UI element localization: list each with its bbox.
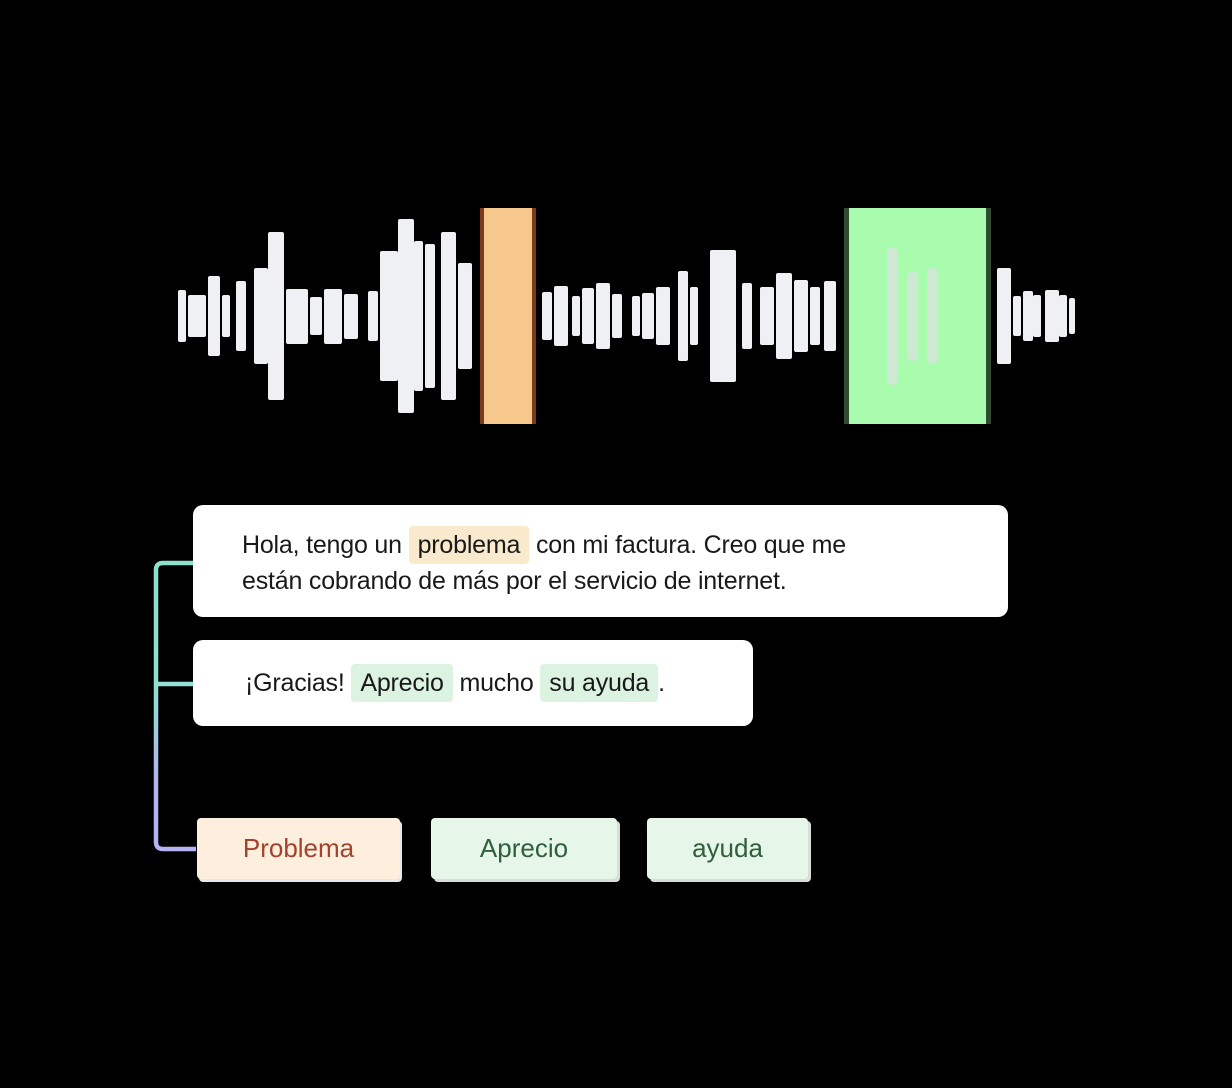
waveform-bar bbox=[344, 293, 358, 339]
bubble2-line: ¡Gracias! Aprecio mucho su ayuda. bbox=[245, 664, 665, 702]
waveform-bar bbox=[222, 295, 230, 337]
waveform-bar bbox=[1045, 290, 1059, 342]
waveform-bar bbox=[632, 296, 640, 336]
waveform-bar bbox=[1023, 291, 1033, 341]
waveform-bar bbox=[542, 292, 552, 340]
keyword-tag-aprecio-label: Aprecio bbox=[479, 833, 569, 863]
waveform-bar bbox=[642, 293, 654, 339]
waveform-bars-left bbox=[178, 208, 472, 424]
keyword-tag-ayuda[interactable]: ayuda bbox=[647, 818, 808, 879]
waveform-bar bbox=[380, 251, 398, 381]
waveform-bar bbox=[1033, 295, 1041, 337]
bubble2-highlight-aprecio[interactable]: Aprecio bbox=[351, 664, 453, 702]
waveform-bars-right bbox=[991, 208, 1075, 424]
waveform-bar bbox=[188, 295, 206, 337]
keyword-tag-ayuda-label: ayuda bbox=[692, 833, 763, 863]
waveform-bar bbox=[776, 273, 792, 359]
waveform-bar bbox=[1069, 298, 1075, 334]
waveform-bar bbox=[286, 288, 308, 344]
keyword-tag-problema-label: Problema bbox=[242, 833, 355, 863]
bubble1-highlight-problema[interactable]: problema bbox=[408, 526, 530, 564]
waveform-bar bbox=[824, 281, 836, 351]
waveform-bar bbox=[810, 287, 820, 345]
waveform-bars-middle bbox=[536, 208, 836, 424]
waveform-bar bbox=[582, 288, 594, 344]
waveform-bar bbox=[678, 271, 688, 361]
segment-inner-bar bbox=[907, 271, 918, 361]
waveform-bar bbox=[554, 286, 568, 346]
waveform-bar bbox=[236, 281, 246, 351]
transcript-bubble-2: ¡Gracias! Aprecio mucho su ayuda. bbox=[193, 640, 753, 726]
segment-inner-bar bbox=[927, 268, 938, 364]
waveform-bar bbox=[710, 250, 736, 382]
waveform-bar bbox=[596, 283, 610, 349]
waveform-bar bbox=[572, 296, 580, 336]
waveform-bar bbox=[690, 287, 698, 345]
bubble2-text-mid: mucho bbox=[452, 669, 541, 697]
waveform-bar bbox=[441, 232, 456, 400]
waveform-bar bbox=[656, 287, 670, 345]
bubble1-text-pre: Hola, tengo un bbox=[242, 531, 409, 559]
waveform-bar bbox=[310, 297, 322, 335]
connector-main-path bbox=[153, 560, 196, 852]
bubble2-text-end: . bbox=[658, 669, 665, 697]
waveform-bar bbox=[324, 288, 342, 344]
waveform-bar bbox=[1013, 296, 1021, 336]
audio-segment-gratitude[interactable] bbox=[844, 208, 991, 424]
waveform-bar bbox=[742, 283, 752, 349]
keyword-tag-problema[interactable]: Problema bbox=[190, 818, 400, 879]
waveform-bar bbox=[760, 287, 774, 345]
audio-segment-problema[interactable] bbox=[480, 208, 536, 424]
waveform-bar bbox=[997, 268, 1011, 364]
waveform-bar bbox=[208, 276, 220, 356]
waveform-bar bbox=[794, 280, 808, 352]
bubble2-text-pre: ¡Gracias! bbox=[245, 669, 352, 697]
audio-waveform bbox=[178, 208, 1075, 424]
bubble1-line1: Hola, tengo un problema con mi factura. … bbox=[242, 526, 1008, 564]
waveform-bar bbox=[368, 291, 378, 341]
waveform-bar bbox=[398, 219, 414, 413]
waveform-bar bbox=[178, 290, 186, 342]
waveform-bar bbox=[1059, 295, 1067, 337]
waveform-bar bbox=[612, 294, 622, 338]
bubble2-highlight-su-ayuda[interactable]: su ayuda bbox=[540, 664, 659, 702]
transcript-bubble-1: Hola, tengo un problema con mi factura. … bbox=[193, 505, 1008, 617]
waveform-bar bbox=[458, 263, 472, 369]
waveform-bar bbox=[254, 268, 268, 364]
keyword-tag-aprecio[interactable]: Aprecio bbox=[431, 818, 617, 879]
segment-inner-bar bbox=[887, 247, 898, 385]
bubble1-line2: están cobrando de más por el servicio de… bbox=[242, 567, 787, 595]
waveform-bar bbox=[268, 232, 284, 400]
segment-inner-bars bbox=[849, 208, 986, 424]
waveform-bar bbox=[414, 241, 423, 391]
waveform-bar bbox=[425, 244, 435, 388]
bubble1-text-post: con mi factura. Creo que me bbox=[529, 531, 846, 559]
